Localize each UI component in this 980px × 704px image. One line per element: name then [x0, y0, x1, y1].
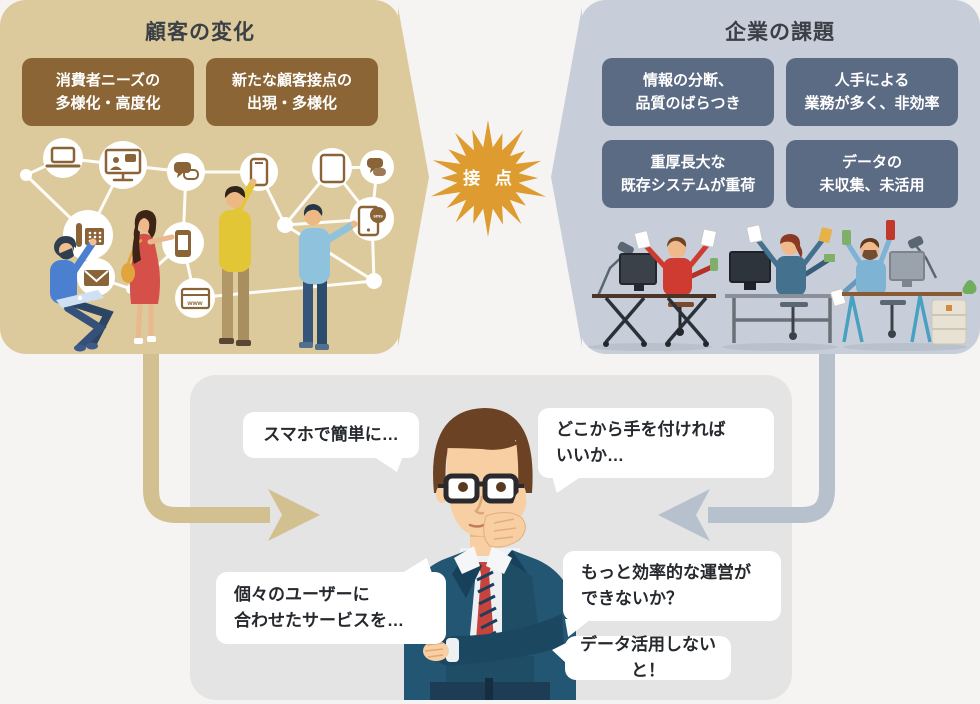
worker-teal-woman	[722, 224, 840, 351]
crossed-arm	[423, 614, 564, 666]
thought-bubble-where-to-start: どこから手を付ければ いいか…	[538, 408, 774, 493]
issue-box-manual-work: 人手による 業務が多く、非効率	[786, 58, 958, 126]
thinking-businessman	[404, 408, 576, 700]
worker-red-shirt	[588, 228, 718, 351]
left-panel-pointer	[398, 7, 429, 347]
worker-blue-shirt	[830, 220, 977, 351]
www-browser-icon: www	[175, 278, 215, 318]
issue-box-legacy-system: 重厚長大な 既存システムが重荷	[602, 140, 774, 208]
smartphone-icon	[162, 222, 204, 264]
person-red-dress-woman	[121, 210, 175, 344]
customer-change-title: 顧客の変化	[145, 21, 255, 44]
bubble-text: もっと効率的な運営が できないか？	[581, 562, 751, 608]
left-flow-arrow	[143, 354, 320, 541]
bubble-text: データ活用しないと！	[580, 634, 716, 680]
contact-point-burst: 接 点	[426, 115, 550, 241]
legs	[430, 678, 550, 700]
company-issues-title: 企業の課題	[725, 21, 835, 44]
tablet-icon	[312, 148, 352, 188]
person-blue-sweater-man	[299, 204, 358, 350]
bubble-text: どこから手を付ければ いいか…	[556, 419, 726, 465]
contact-point-label: 接 点	[463, 168, 517, 188]
right-flow-arrow	[658, 354, 835, 541]
busy-workers-illustration	[588, 220, 977, 351]
customer-change-panel: 顧客の変化 消費者ニーズの 多様化・高度化 新たな顧客接点の 出現・多様化	[0, 0, 400, 354]
starburst-shape	[430, 120, 546, 237]
bubble-text: スマホで簡単に…	[263, 424, 399, 444]
person-yellow-shirt-man	[219, 178, 257, 346]
company-issues-boxes: 情報の分断、 品質のばらつき 人手による 業務が多く、非効率 重厚長大な 既存シ…	[602, 58, 958, 208]
change-box-touchpoints: 新たな顧客接点の 出現・多様化	[206, 58, 378, 126]
chat-bubbles-2-icon	[360, 150, 394, 184]
sms-label: sms	[373, 215, 383, 220]
laptop-icon	[43, 138, 83, 178]
www-label: www	[186, 300, 203, 307]
thought-bubble-use-data: データ活用しないと！	[552, 635, 731, 680]
smartphone-raised-icon	[240, 153, 278, 191]
issue-box-unused-data: データの 未収集、未活用	[786, 140, 958, 208]
network-dots	[20, 169, 382, 294]
glasses	[438, 473, 524, 504]
change-box-needs: 消費者ニーズの 多様化・高度化	[22, 58, 194, 126]
monitor-chat-icon	[99, 141, 147, 189]
customer-change-boxes: 消費者ニーズの 多様化・高度化 新たな顧客接点の 出現・多様化	[22, 58, 378, 126]
person-laptop-man	[50, 236, 114, 352]
thought-bubble-efficient-operation: もっと効率的な運営が できないか？	[563, 551, 781, 637]
mail-icon	[77, 258, 115, 296]
thought-bubble-personalized-service: 個々のユーザーに 合わせたサービスを…	[216, 558, 446, 644]
customer-network-illustration: www sms	[20, 138, 394, 352]
issue-box-info-fragmentation: 情報の分断、 品質のばらつき	[602, 58, 774, 126]
sms-phone-icon: sms	[350, 197, 394, 241]
chin-hand	[483, 491, 527, 548]
chat-bubbles-icon	[167, 153, 205, 191]
company-issues-panel: 企業の課題 情報の分断、 品質のばらつき 人手による 業務が多く、非効率 重厚長…	[580, 0, 980, 354]
right-panel-pointer	[551, 7, 582, 347]
thought-bubble-smartphone: スマホで簡単に…	[243, 412, 419, 472]
bubble-text: 個々のユーザーに 合わせたサービスを…	[234, 584, 404, 630]
